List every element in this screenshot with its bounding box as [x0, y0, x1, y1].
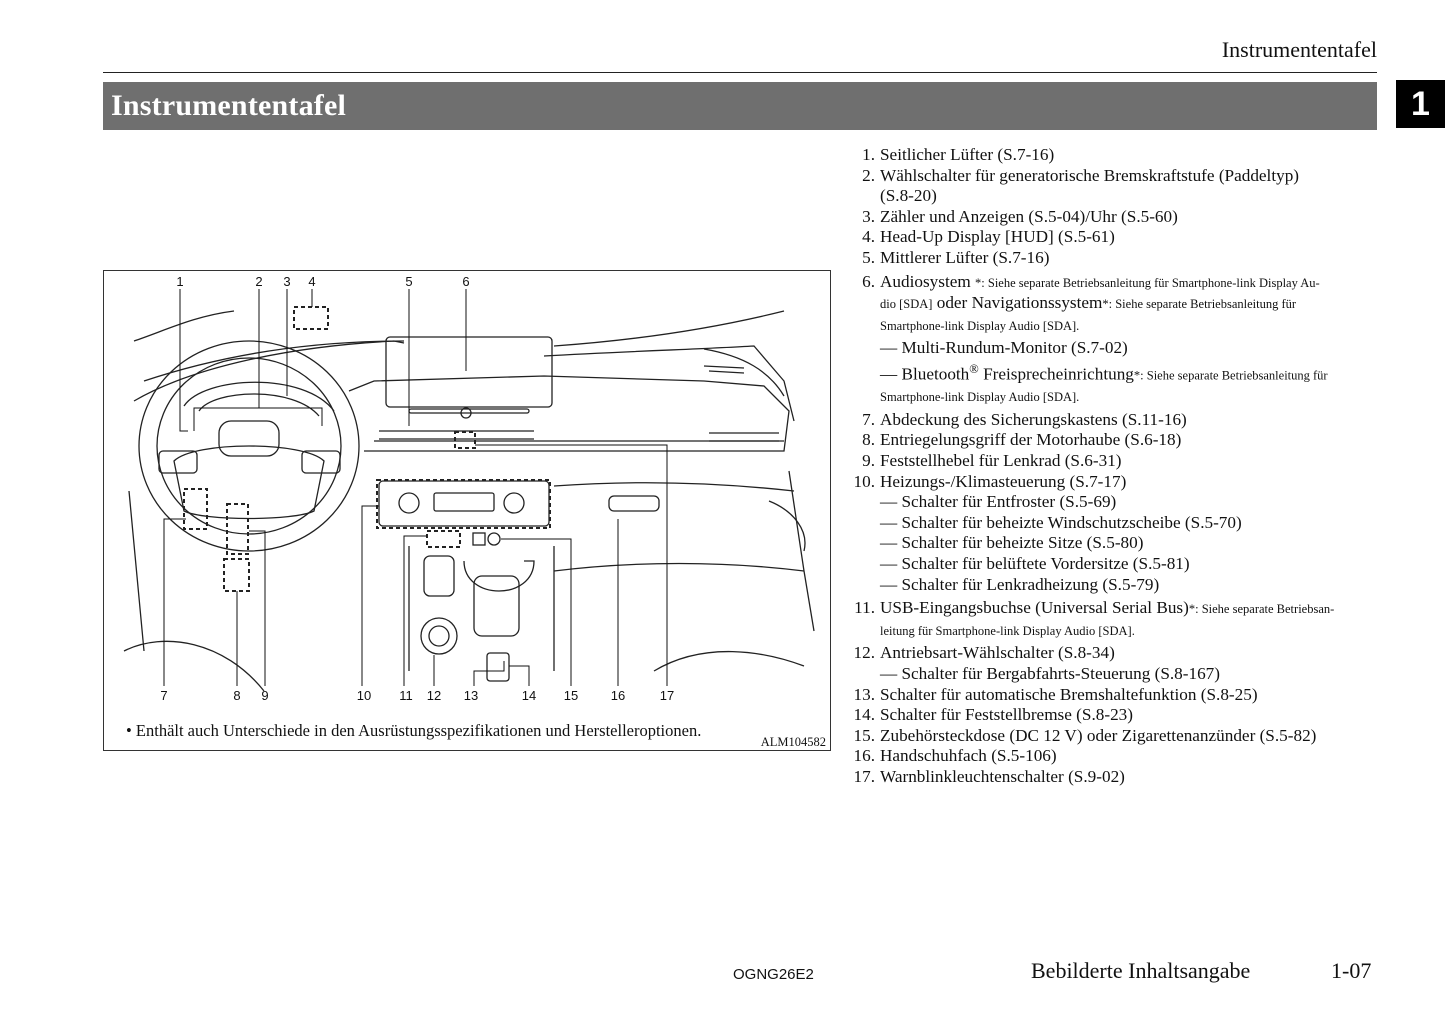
list-item: 10.Heizungs-/Klimasteuerung (S.7-17) [853, 471, 1127, 491]
list-subitem: — Schalter für Bergabfahrts-Steuerung (S… [880, 663, 1220, 683]
list-item: 7.Abdeckung des Sicherungskastens (S.11-… [862, 409, 1187, 429]
list-item: 5.Mittlerer Lüfter (S.7-16) [862, 247, 1050, 267]
list-item: 12.Antriebsart-Wählschalter (S.8-34) [853, 643, 1115, 663]
callout-9: 9 [261, 688, 269, 703]
callout-15: 15 [563, 688, 579, 703]
list-subitem: — Schalter für beheizte Sitze (S.5-80) [880, 533, 1144, 553]
page-number: 1-07 [1331, 958, 1372, 983]
callout-13: 13 [463, 688, 479, 703]
list-item: 13.Schalter für automatische Bremshaltef… [853, 684, 1258, 704]
list-subitem: — Multi-Rundum-Monitor (S.7-02) [880, 338, 1128, 358]
callout-7: 7 [160, 688, 168, 703]
list-item: 15.Zubehörsteckdose (DC 12 V) oder Zigar… [853, 725, 1317, 745]
running-header: Instrumententafel [1221, 37, 1377, 62]
callout-8: 8 [233, 688, 241, 703]
callout-3: 3 [283, 274, 291, 289]
section-title-bar: Instrumententafel [103, 82, 1377, 130]
callout-5: 5 [405, 274, 413, 289]
list-item: 1.Seitlicher Lüfter (S.7-16) [862, 145, 1055, 164]
figure-note: • Enthält auch Unterschiede in den Ausrü… [126, 721, 702, 740]
list-subitem: — Schalter für belüftete Vordersitze (S.… [880, 554, 1190, 574]
list-item: 4.Head-Up Display [HUD] (S.5-61) [862, 227, 1115, 247]
section-title: Instrumententafel [111, 89, 347, 122]
callout-11: 11 [399, 688, 413, 703]
list-item: 17.Warnblinkleuchtenschalter (S.9-02) [853, 766, 1125, 786]
list-item: 2.Wählschalter für generatorische Bremsk… [862, 165, 1300, 206]
callout-1: 1 [176, 274, 184, 289]
callout-4: 4 [308, 274, 316, 289]
dashboard-illustration [123, 289, 815, 692]
callout-10: 10 [356, 688, 372, 703]
header-rule [103, 72, 1377, 73]
legend-list: 1.Seitlicher Lüfter (S.7-16) 2.Wählschal… [848, 145, 1373, 788]
list-subitem: — Schalter für beheizte Windschutzscheib… [880, 512, 1242, 532]
list-item: 9.Feststellhebel für Lenkrad (S.6-31) [862, 451, 1122, 471]
list-item: 11. USB-Eingangsbuchse (Universal Serial… [854, 598, 1335, 638]
list-item: 8.Entriegelungsgriff der Motorhaube (S.6… [862, 430, 1182, 450]
list-subitem: — Schalter für Lenkradheizung (S.5-79) [880, 574, 1160, 594]
dashboard-figure: 1 2 3 4 5 6 7 8 9 10 11 12 13 14 15 16 1… [103, 270, 831, 751]
callout-2: 2 [255, 274, 263, 289]
footer-code: OGNG26E2 [733, 966, 814, 983]
callout-16: 16 [610, 688, 626, 703]
list-subitem: — Bluetooth® Freisprecheinrichtung*: Sie… [880, 361, 1328, 405]
list-item: 16.Handschuhfach (S.5-106) [853, 746, 1057, 766]
callout-12: 12 [426, 688, 442, 703]
chapter-tab: 1 [1396, 80, 1445, 128]
callout-17: 17 [659, 688, 675, 703]
list-item: 3.Zähler und Anzeigen (S.5-04)/Uhr (S.5-… [862, 206, 1178, 226]
callout-6: 6 [462, 274, 470, 289]
figure-code: ALM104582 [760, 735, 826, 749]
list-item: 6. Audiosystem *: Siehe separate Betrieb… [862, 271, 1320, 333]
list-subitem: — Schalter für Entfroster (S.5-69) [880, 492, 1117, 512]
list-item: 14.Schalter für Feststellbremse (S.8-23) [853, 705, 1133, 725]
footer-title: Bebilderte Inhaltsangabe [1031, 958, 1251, 983]
callout-14: 14 [521, 688, 537, 703]
